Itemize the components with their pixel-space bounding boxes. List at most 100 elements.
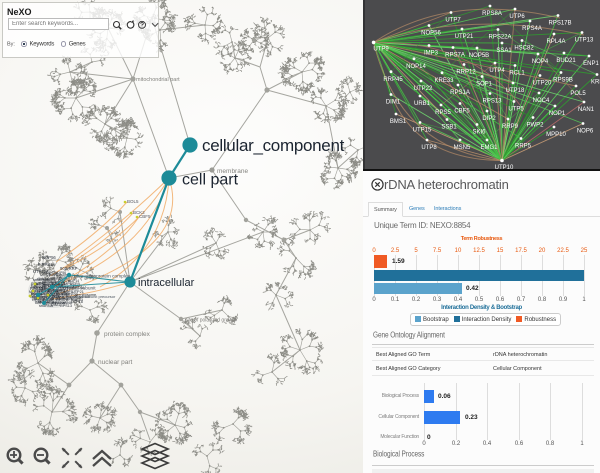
svg-text:EMG1: EMG1 [39, 292, 50, 296]
svg-text:MPP10: MPP10 [546, 132, 566, 138]
svg-text:cell part: cell part [182, 172, 239, 189]
svg-text:DIM1: DIM1 [51, 303, 60, 307]
svg-text:EMG1: EMG1 [48, 289, 59, 293]
svg-text:PWP2: PWP2 [526, 123, 544, 129]
svg-text:NOP4: NOP4 [532, 59, 549, 65]
svg-text:preribosome: preribosome [49, 273, 70, 277]
svg-text:preribosome: preribosome [75, 293, 96, 297]
svg-text:CBF5: CBF5 [139, 214, 151, 219]
svg-text:RCL1: RCL1 [509, 71, 525, 77]
svg-text:UTP4: UTP4 [63, 296, 72, 300]
svg-text:UTP18: UTP18 [506, 88, 525, 94]
svg-text:UTP8: UTP8 [421, 145, 437, 151]
svg-text:RPS13: RPS13 [60, 304, 72, 308]
svg-text:protein complex: protein complex [104, 331, 151, 338]
svg-text:EMG1: EMG1 [480, 145, 498, 151]
svg-text:NOC4: NOC4 [533, 98, 550, 104]
svg-text:NOP56: NOP56 [56, 292, 68, 296]
svg-text:NOP14: NOP14 [406, 64, 426, 70]
svg-text:NAN1: NAN1 [578, 107, 595, 113]
svg-text:RPS1A: RPS1A [46, 271, 59, 275]
svg-text:SSB1: SSB1 [441, 125, 457, 131]
svg-text:RRP12: RRP12 [46, 294, 60, 299]
svg-text:UTP18: UTP18 [71, 300, 83, 304]
svg-text:RPS4A: RPS4A [43, 284, 55, 288]
svg-text:UTP21: UTP21 [72, 290, 84, 294]
svg-text:ENP1: ENP1 [583, 61, 599, 67]
svg-text:RPL4A: RPL4A [546, 39, 565, 45]
svg-text:RPS7A: RPS7A [445, 53, 465, 59]
svg-text:DIM1: DIM1 [386, 100, 401, 106]
svg-text:ribosomal subunit: ribosomal subunit [58, 286, 96, 292]
svg-text:UTP9: UTP9 [373, 47, 389, 53]
svg-text:90S: 90S [53, 295, 60, 299]
svg-text:UTP6: UTP6 [36, 282, 45, 286]
svg-text:RPS22A: RPS22A [52, 301, 67, 305]
svg-text:RPS9B: RPS9B [553, 78, 573, 84]
svg-text:RPS22A: RPS22A [488, 35, 511, 41]
svg-text:SSA1: SSA1 [496, 48, 512, 54]
svg-text:snoRNA: snoRNA [39, 304, 54, 308]
svg-text:BMS1: BMS1 [42, 280, 52, 284]
svg-text:NOP56: NOP56 [421, 31, 441, 37]
svg-text:UTP4: UTP4 [66, 276, 76, 280]
svg-text:MPP10: MPP10 [52, 283, 64, 287]
svg-text:RPS1A: RPS1A [47, 293, 59, 297]
svg-text:ribosome: ribosome [37, 277, 51, 281]
svg-text:RPS1A: RPS1A [450, 90, 470, 96]
svg-text:RPS13: RPS13 [482, 99, 502, 105]
svg-text:RPS22A: RPS22A [31, 285, 46, 289]
svg-text:NOP14: NOP14 [68, 279, 79, 283]
svg-text:UTP22: UTP22 [66, 293, 78, 297]
svg-text:CBF5: CBF5 [454, 109, 470, 115]
svg-text:MSN5: MSN5 [454, 145, 471, 151]
svg-text:ribonucleoprotein complex: ribonucleoprotein complex [74, 274, 131, 280]
svg-text:UTP22A: UTP22A [33, 269, 49, 274]
svg-text:RPS4A: RPS4A [522, 26, 542, 32]
svg-text:BMS1: BMS1 [390, 119, 407, 125]
svg-text:snoRNA: snoRNA [62, 285, 75, 289]
svg-text:UTP7: UTP7 [445, 18, 461, 24]
svg-text:UTP15: UTP15 [413, 128, 432, 134]
svg-text:UTP18: UTP18 [50, 283, 64, 288]
svg-text:KRE33: KRE33 [434, 78, 454, 84]
svg-text:SOF1: SOF1 [476, 82, 492, 88]
svg-text:rRNA: rRNA [42, 283, 52, 288]
svg-text:RPS4A: RPS4A [72, 286, 85, 290]
svg-text:BUD21: BUD21 [556, 58, 576, 64]
svg-text:90S: 90S [57, 295, 65, 300]
svg-text:KRR1: KRR1 [591, 80, 600, 86]
svg-text:site of polarized growth: site of polarized growth [185, 318, 237, 324]
svg-text:processome: processome [51, 296, 74, 301]
svg-text:BMS1: BMS1 [40, 287, 50, 291]
svg-text:MPP10: MPP10 [29, 290, 40, 294]
svg-text:UTP5: UTP5 [508, 107, 524, 113]
svg-text:cellular_component: cellular_component [202, 136, 345, 155]
svg-text:HSC82: HSC82 [514, 46, 534, 52]
svg-text:UTP9: UTP9 [43, 299, 54, 304]
svg-text:small subunit: small subunit [70, 295, 90, 299]
svg-text:membrane: membrane [217, 168, 248, 175]
svg-text:RPS7A: RPS7A [32, 298, 45, 302]
svg-text:IMP3: IMP3 [424, 51, 439, 57]
svg-text:UTP4: UTP4 [59, 294, 68, 298]
svg-text:UTP22: UTP22 [414, 86, 433, 92]
svg-text:UTP22: UTP22 [41, 292, 53, 296]
svg-text:mitochondrial part: mitochondrial part [136, 77, 180, 83]
svg-text:RRP9: RRP9 [502, 124, 519, 130]
svg-text:NOP1: NOP1 [549, 111, 566, 117]
svg-text:intracellular: intracellular [138, 277, 195, 289]
svg-text:UTP9: UTP9 [70, 282, 80, 286]
svg-text:processome: processome [46, 301, 65, 305]
svg-text:NOP6: NOP6 [577, 129, 594, 135]
svg-text:BCK2: BCK2 [133, 210, 145, 215]
svg-text:UTP15: UTP15 [37, 289, 49, 293]
svg-text:RPS7A: RPS7A [56, 298, 69, 302]
svg-text:UTP20: UTP20 [533, 81, 552, 87]
svg-text:nuclear part: nuclear part [98, 359, 133, 366]
svg-text:DIP2: DIP2 [482, 116, 496, 122]
svg-text:RPS17B: RPS17B [548, 21, 571, 27]
svg-text:POL5: POL5 [570, 91, 586, 97]
svg-text:ribosome: ribosome [32, 295, 46, 299]
svg-text:processome: processome [31, 281, 54, 286]
